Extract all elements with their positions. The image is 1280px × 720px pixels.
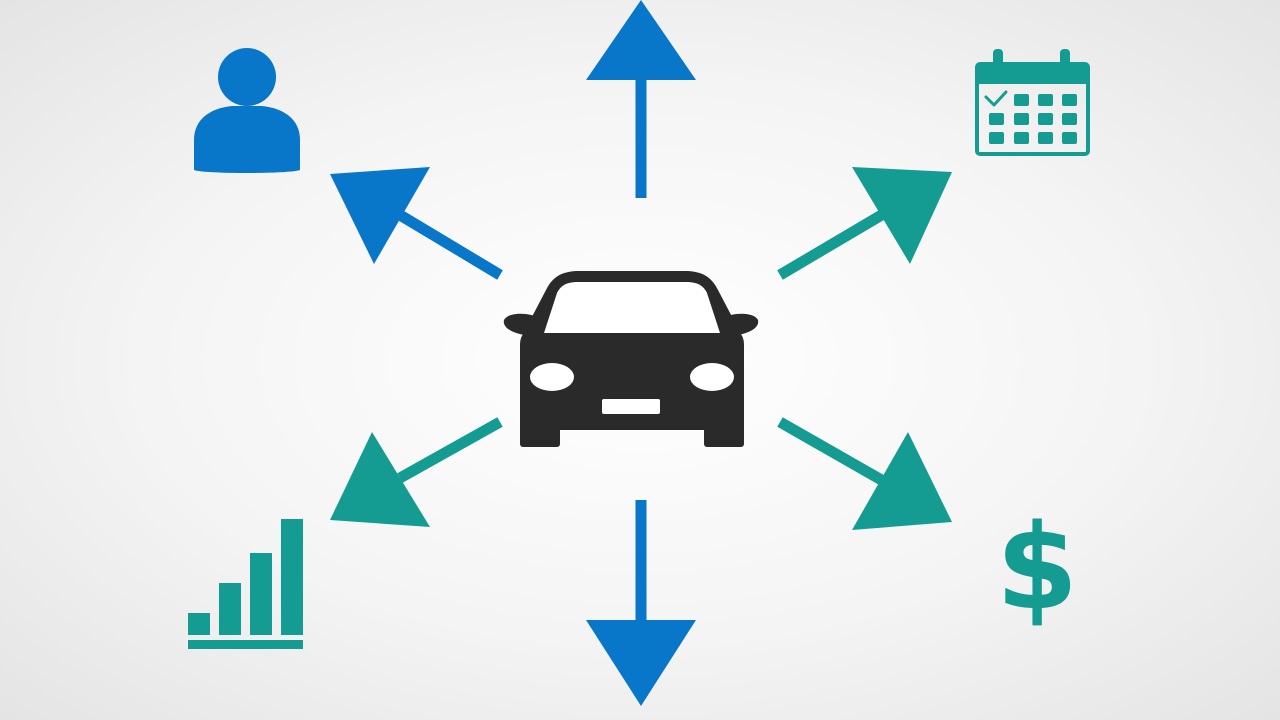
calendar-day-cell [1062, 132, 1077, 144]
calendar-icon [975, 49, 1090, 156]
calendar-day-cell [1062, 94, 1077, 106]
bar-chart-icon [188, 519, 303, 649]
calendar-day-cell [1014, 132, 1029, 144]
calendar-day-cell [1038, 132, 1053, 144]
car-headlight-left [530, 363, 574, 391]
calendar-day-cell [989, 132, 1004, 144]
dollar-sign: $ [996, 498, 1078, 636]
calendar-grid [989, 94, 1077, 144]
arrow-up [586, 0, 696, 198]
person-icon [194, 48, 300, 173]
calendar-day-cell [989, 113, 1004, 125]
arrow-up-right [777, 167, 952, 280]
calendar-day-cell [1038, 94, 1053, 106]
calendar-day-cell [1062, 113, 1077, 125]
calendar-day-cell [1014, 113, 1029, 125]
car-windshield [544, 282, 720, 333]
arrow-up-left [330, 167, 503, 280]
arrow-down [586, 500, 696, 706]
car-icon [503, 271, 759, 447]
car-license-plate [602, 399, 660, 414]
car-headlight-right [690, 363, 734, 391]
arrow-down-right [777, 417, 952, 530]
dollar-icon: $ [996, 498, 1078, 636]
calendar-day-cell [1038, 113, 1053, 125]
arrow-down-left [330, 417, 503, 527]
calendar-day-cell [1014, 94, 1029, 106]
